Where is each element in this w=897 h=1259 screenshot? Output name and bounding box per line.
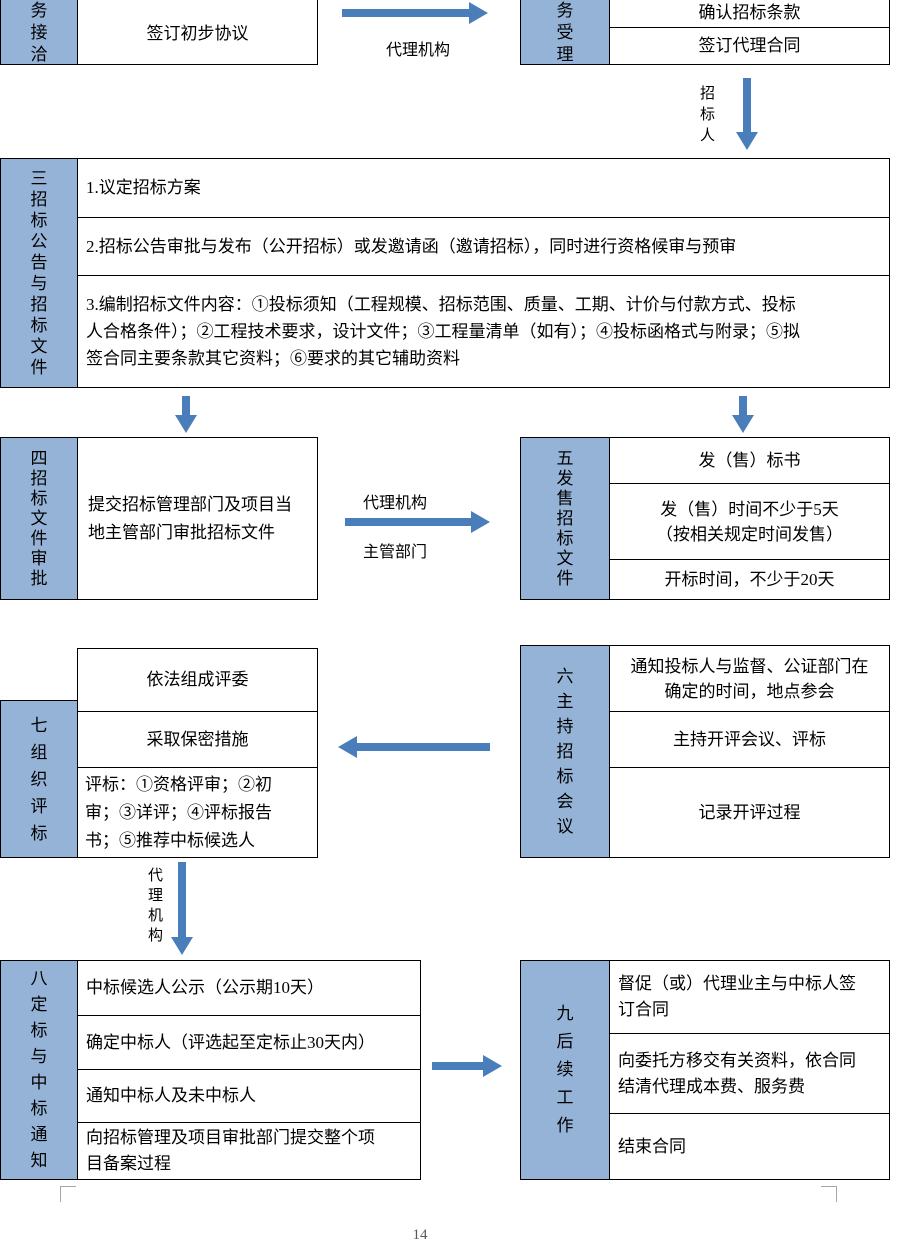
meeting-step-3: 记录开评过程 [610, 767, 889, 857]
submit-for-approval-box: 提交招标管理部门及项目当地主管部门审批招标文件 [77, 437, 318, 600]
arrow-head [483, 1055, 502, 1077]
confirm-terms-cell: 确认招标条款 [698, 3, 801, 22]
arrow-shaft [432, 1062, 483, 1070]
preliminary-agreement-box: 签订初步协议 [77, 0, 318, 65]
stage-header-business-acceptance: 务受理 [520, 0, 610, 65]
meeting-step-2: 主持开评会议、评标 [610, 711, 889, 767]
tenderer-connector-label: 招标人 [699, 86, 715, 144]
arrow-shaft [345, 518, 471, 526]
arrow-shaft [182, 396, 190, 415]
award-step-4: 向招标管理及项目审批部门提交整个项目备案过程 [78, 1122, 420, 1179]
arrow-shaft [342, 9, 469, 17]
stage-header-evaluation-label: 七组织评标 [30, 715, 48, 843]
arrow-shaft [357, 743, 490, 751]
announcement-step-2: 2.招标公告审批与发布（公开招标）或发邀请函（邀请招标），同时进行资格候审与预审 [78, 217, 889, 275]
sale-step-2: 发（售）时间不少于5天（按相关规定时间发售） [610, 483, 889, 559]
followup-step-1: 督促（或）代理业主与中标人签订合同 [618, 974, 856, 1019]
followup-steps-column: 督促（或）代理业主与中标人签订合同 向委托方移交有关资料，依合同结清代理成本费、… [609, 960, 890, 1180]
flow-arrow-announcement-to-sale [732, 396, 754, 433]
arrow-shaft [178, 862, 186, 937]
stage-header-followup: 九后续工作 [520, 960, 610, 1180]
approval-arrow-label-agency: 代理机构 [363, 495, 428, 512]
arrow-head [471, 511, 490, 533]
agency-arrow-label: 代理机构 [385, 42, 450, 59]
stage-header-followup-label: 九后续工作 [556, 1004, 574, 1135]
evaluation-step-2: 采取保密措施 [78, 711, 317, 767]
arrow-head [736, 132, 758, 150]
arrow-shaft [743, 78, 751, 132]
stage-header-meeting: 六主持招标会议 [520, 645, 610, 858]
stage-header-business-acceptance-label: 务受理 [556, 1, 574, 64]
text-boundary-mark-right [821, 1186, 837, 1202]
sale-step-3: 开标时间，不少于20天 [610, 559, 889, 599]
arrow-shaft [739, 396, 747, 415]
flow-arrow-tenderer-down [736, 78, 758, 150]
meeting-step-1: 通知投标人与监督、公证部门在确定的时间，地点参会 [630, 656, 869, 701]
stage-header-evaluation: 七组织评标 [0, 700, 78, 858]
award-step-1: 中标候选人公示（公示期10天） [86, 978, 324, 997]
followup-step-3: 结束合同 [610, 1113, 889, 1179]
flow-arrow-approval-to-sale [345, 511, 490, 533]
flow-arrow-announcement-to-approval [175, 396, 197, 433]
evaluation-step-1: 依法组成评委 [146, 670, 249, 689]
page-number: 14 [412, 1227, 428, 1243]
arrow-head [175, 415, 197, 433]
arrow-head [469, 2, 488, 24]
stage-header-sale: 五发售招标文件 [520, 437, 610, 600]
stage-header-business-contact: 务接洽 [0, 0, 78, 65]
arrow-head [338, 736, 357, 758]
meeting-steps-column: 通知投标人与监督、公证部门在确定的时间，地点参会 主持开评会议、评标 记录开评过… [609, 645, 890, 858]
flow-arrow-evaluation-to-award [171, 862, 193, 955]
flow-arrow-meeting-to-evaluation [338, 736, 490, 758]
evaluation-step-3: 评标：①资格评审；②初审；③详评；④评标报告书；⑤推荐中标候选人 [78, 767, 317, 857]
award-steps-column: 中标候选人公示（公示期10天） 确定中标人（评选起至定标止30天内） 通知中标人… [77, 960, 421, 1180]
stage-header-award: 八定标与中标通知 [0, 960, 78, 1180]
arrow-head [732, 415, 754, 433]
announcement-step-1: 1.议定招标方案 [86, 178, 201, 197]
stage-header-sale-label: 五发售招标文件 [556, 448, 574, 588]
stage-header-announcement-label: 三招标公告与招标文件 [30, 169, 48, 377]
stage-header-meeting-label: 六主持招标会议 [556, 667, 574, 836]
acceptance-steps-column: 确认招标条款 签订代理合同 [609, 0, 890, 65]
stage-header-approval: 四招标文件审批 [0, 437, 78, 600]
sale-step-1: 发（售）标书 [698, 450, 801, 470]
evaluation-steps-column: 依法组成评委 采取保密措施 评标：①资格评审；②初审；③详评；④评标报告书；⑤推… [77, 648, 318, 858]
stage-header-business-contact-label: 务接洽 [30, 1, 48, 64]
stage-header-announcement: 三招标公告与招标文件 [0, 158, 78, 388]
sale-steps-column: 发（售）标书 发（售）时间不少于5天（按相关规定时间发售） 开标时间，不少于20… [609, 437, 890, 600]
announcement-steps-column: 1.议定招标方案 2.招标公告审批与发布（公开招标）或发邀请函（邀请招标），同时… [77, 158, 890, 388]
sign-agency-contract-cell: 签订代理合同 [610, 27, 889, 64]
award-step-3: 通知中标人及未中标人 [78, 1069, 420, 1122]
award-step-2: 确定中标人（评选起至定标止30天内） [78, 1015, 420, 1069]
followup-step-2: 向委托方移交有关资料，依合同结清代理成本费、服务费 [610, 1033, 889, 1113]
approval-arrow-label-authority: 主管部门 [363, 544, 428, 561]
flow-arrow-contact-to-acceptance [342, 2, 488, 24]
agency-connector-label: 代理机构 [147, 868, 163, 944]
text-boundary-mark-left [60, 1186, 76, 1202]
stage-header-approval-label: 四招标文件审批 [30, 448, 48, 588]
stage-header-award-label: 八定标与中标通知 [30, 969, 48, 1170]
arrow-head [171, 937, 193, 955]
flow-arrow-award-to-followup [432, 1055, 502, 1077]
announcement-step-3: 3.编制招标文件内容：①投标须知（工程规模、招标范围、质量、工期、计价与付款方式… [78, 275, 889, 387]
